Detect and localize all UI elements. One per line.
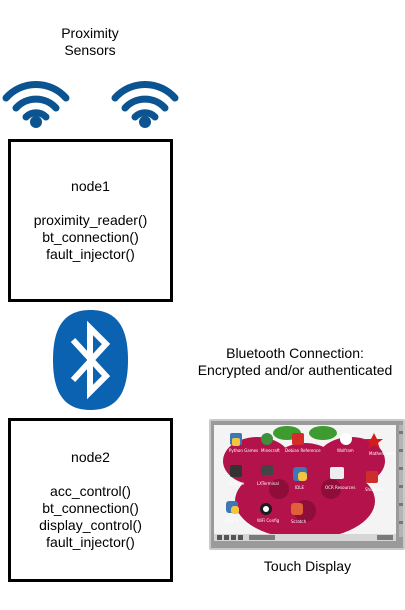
node2-function: acc_control()	[50, 483, 131, 499]
node1-function: bt_connection()	[42, 229, 139, 245]
svg-text:Shutdown: Shutdown	[365, 487, 385, 492]
display-caption: Touch Display	[263, 558, 352, 574]
node1-box: node1 proximity_reader() bt_connection()…	[8, 139, 173, 302]
node1-title: node1	[71, 178, 110, 194]
node2-box: node2 acc_control() bt_connection() disp…	[8, 418, 173, 582]
node2-title: node2	[71, 449, 110, 465]
wifi-signal-icon	[2, 81, 70, 128]
svg-text:IDLE: IDLE	[295, 485, 304, 490]
node1-function: proximity_reader()	[33, 212, 148, 228]
svg-text:LXTerminal: LXTerminal	[257, 481, 279, 486]
node1-function: fault_injector()	[46, 246, 135, 262]
sensors-title-line2: Sensors	[64, 42, 116, 58]
svg-text:Wolfram: Wolfram	[337, 448, 354, 453]
bluetooth-caption-line1: Bluetooth Connection:	[226, 345, 364, 361]
svg-text:OCR Resources: OCR Resources	[325, 485, 355, 490]
svg-text:Python Games: Python Games	[229, 448, 258, 453]
node2-function: display_control()	[39, 517, 142, 533]
bluetooth-caption-line2: Encrypted and/or authenticated	[197, 362, 393, 378]
svg-text:Minecraft: Minecraft	[261, 448, 280, 453]
node2-function: bt_connection()	[42, 500, 139, 516]
touch-display-image: Python Games Minecraft Debian Reference …	[209, 419, 405, 550]
node2-function: fault_injector()	[46, 534, 135, 550]
svg-text:WiFi Config: WiFi Config	[257, 518, 280, 523]
svg-text:Scratch: Scratch	[291, 519, 307, 524]
wifi-signal-icon	[111, 81, 179, 128]
sensors-title-line1: Proximity	[61, 25, 119, 41]
svg-text:Debian Reference: Debian Reference	[285, 448, 321, 453]
bluetooth-caption: Bluetooth Connection: Encrypted and/or a…	[190, 345, 400, 379]
bluetooth-icon	[53, 310, 128, 410]
svg-text:IDLE 3: IDLE 3	[225, 518, 238, 523]
svg-text:Mathematica: Mathematica	[369, 451, 396, 456]
svg-text:Pi Store: Pi Store	[229, 481, 245, 486]
sensors-title: Proximity Sensors	[40, 25, 140, 59]
